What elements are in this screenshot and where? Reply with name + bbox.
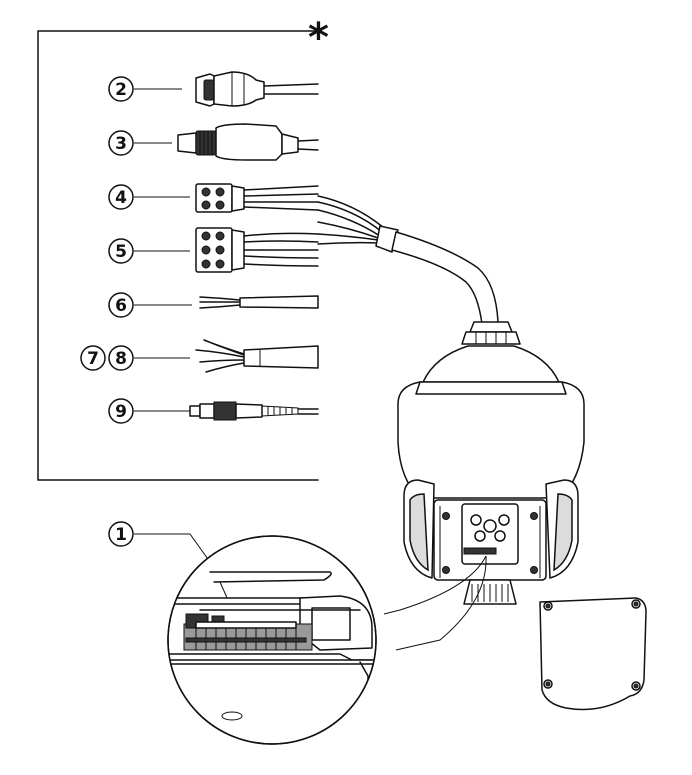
terminal-block-4 <box>195 183 319 213</box>
wire-bundle-7-8 <box>195 339 319 373</box>
svg-text:8: 8 <box>115 349 127 369</box>
svg-text:3: 3 <box>115 134 127 154</box>
callout-2: 2 <box>108 76 182 102</box>
dome-camera <box>397 321 585 605</box>
callout-6: 6 <box>108 292 192 318</box>
svg-text:9: 9 <box>115 402 127 422</box>
svg-text:1: 1 <box>115 525 127 545</box>
zoom-leader <box>383 555 487 651</box>
fiber-connector <box>189 401 319 421</box>
svg-text:5: 5 <box>115 242 127 262</box>
callout-9: 9 <box>108 398 190 424</box>
terminal-block-6 <box>195 227 319 273</box>
power-connector <box>177 123 319 161</box>
bnc-connector <box>195 71 319 107</box>
components-frame <box>37 30 319 481</box>
callout-7: 7 <box>80 345 106 371</box>
wire-bundle-6 <box>199 295 319 309</box>
access-cover <box>539 597 647 711</box>
asterisk-marker: * <box>308 15 329 61</box>
detail-magnifier <box>167 535 377 745</box>
cable-harness <box>317 195 499 325</box>
callout-4: 4 <box>108 184 190 210</box>
svg-text:6: 6 <box>115 296 127 316</box>
svg-text:2: 2 <box>115 80 127 100</box>
callout-5: 5 <box>108 238 190 264</box>
callout-8: 8 <box>108 345 190 371</box>
svg-text:4: 4 <box>115 188 127 208</box>
svg-text:7: 7 <box>87 349 99 369</box>
callout-3: 3 <box>108 130 172 156</box>
